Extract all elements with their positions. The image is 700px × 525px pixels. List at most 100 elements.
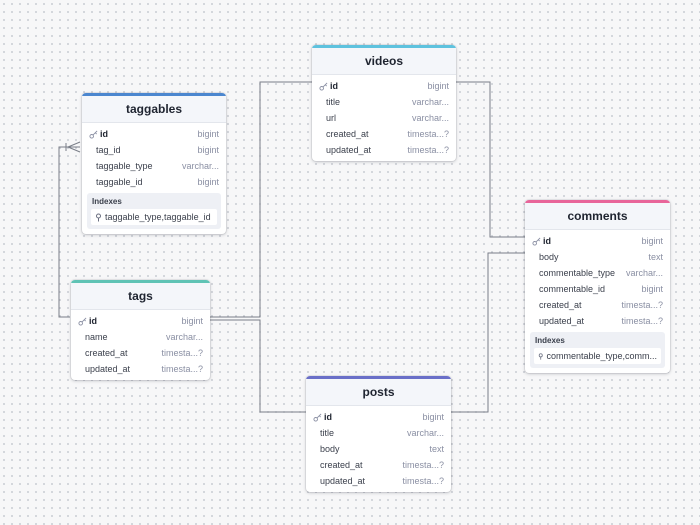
table-title: taggables: [125, 102, 182, 116]
indexes-section: Indexes commentable_type,comm...: [530, 332, 665, 368]
column-type: text: [429, 444, 444, 454]
index-item[interactable]: commentable_type,comm...: [534, 348, 661, 364]
indexes-title: Indexes: [535, 336, 565, 345]
table-tags[interactable]: tags id bigint name varchar... created_a…: [71, 280, 210, 380]
column-type: timesta...?: [621, 300, 663, 310]
column-row[interactable]: id bigint: [306, 409, 451, 425]
relation-posts-comments: [451, 252, 525, 413]
column-type: text: [648, 252, 663, 262]
index-columns: commentable_type,comm...: [546, 351, 657, 361]
column-row[interactable]: created_at timesta...?: [71, 345, 210, 361]
table-taggables[interactable]: taggables id bigint tag_id bigint taggab…: [82, 93, 226, 234]
table-header-taggables[interactable]: taggables: [82, 93, 226, 123]
column-name: updated_at: [85, 364, 131, 374]
column-name: id: [330, 81, 338, 91]
table-header-comments[interactable]: comments: [525, 200, 670, 230]
table-title: videos: [364, 54, 403, 68]
column-name: id: [324, 412, 332, 422]
indexes-section: Indexes taggable_type,taggable_id: [87, 193, 221, 229]
column-row[interactable]: taggable_type varchar...: [82, 158, 226, 174]
column-type: bigint: [427, 81, 449, 91]
column-row[interactable]: id bigint: [82, 126, 226, 142]
column-type: timesta...?: [407, 145, 449, 155]
indexes-title: Indexes: [92, 197, 122, 206]
column-type: timesta...?: [402, 460, 444, 470]
column-row[interactable]: commentable_id bigint: [525, 281, 670, 297]
column-row[interactable]: id bigint: [71, 313, 210, 329]
column-row[interactable]: name varchar...: [71, 329, 210, 345]
key-icon: [532, 237, 541, 246]
column-name: created_at: [320, 460, 363, 470]
table-header-tags[interactable]: tags: [71, 280, 210, 310]
column-row[interactable]: url varchar...: [312, 110, 456, 126]
column-row[interactable]: created_at timesta...?: [525, 297, 670, 313]
column-type: timesta...?: [161, 348, 203, 358]
table-title: tags: [128, 289, 153, 303]
column-name: created_at: [85, 348, 128, 358]
column-type: varchar...: [406, 428, 444, 438]
column-row[interactable]: title varchar...: [312, 94, 456, 110]
column-name: tag_id: [96, 145, 121, 155]
column-row[interactable]: taggable_id bigint: [82, 174, 226, 190]
column-name: updated_at: [326, 145, 372, 155]
column-row[interactable]: updated_at timesta...?: [312, 142, 456, 158]
column-row[interactable]: created_at timesta...?: [306, 457, 451, 473]
column-type: varchar...: [625, 268, 663, 278]
column-name: id: [100, 129, 108, 139]
table-comments[interactable]: comments id bigint body text commentable…: [525, 200, 670, 373]
column-type: bigint: [422, 412, 444, 422]
column-row[interactable]: updated_at timesta...?: [525, 313, 670, 329]
index-item[interactable]: taggable_type,taggable_id: [91, 209, 217, 225]
column-row[interactable]: body text: [306, 441, 451, 457]
key-icon: [313, 413, 322, 422]
column-name: created_at: [326, 129, 369, 139]
column-type: bigint: [197, 145, 219, 155]
column-name: name: [85, 332, 108, 342]
column-type: varchar...: [411, 97, 449, 107]
column-name: id: [543, 236, 551, 246]
column-name: title: [320, 428, 335, 438]
relation-tags-videos: [210, 81, 312, 318]
relation-tags-taggables: [58, 146, 80, 318]
column-type: timesta...?: [161, 364, 203, 374]
index-columns: taggable_type,taggable_id: [105, 212, 211, 222]
column-row[interactable]: commentable_type varchar...: [525, 265, 670, 281]
column-name: commentable_type: [539, 268, 616, 278]
column-type: timesta...?: [407, 129, 449, 139]
table-header-posts[interactable]: posts: [306, 376, 451, 406]
column-name: body: [320, 444, 340, 454]
column-name: updated_at: [539, 316, 585, 326]
column-type: timesta...?: [621, 316, 663, 326]
column-row[interactable]: body text: [525, 249, 670, 265]
column-row[interactable]: updated_at timesta...?: [71, 361, 210, 377]
column-name: title: [326, 97, 341, 107]
table-posts[interactable]: posts id bigint title varchar... body te…: [306, 376, 451, 492]
column-type: varchar...: [165, 332, 203, 342]
column-row[interactable]: created_at timesta...?: [312, 126, 456, 142]
relation-videos-comments: [456, 81, 525, 238]
column-name: updated_at: [320, 476, 366, 486]
column-row[interactable]: tag_id bigint: [82, 142, 226, 158]
column-type: bigint: [197, 177, 219, 187]
column-row[interactable]: title varchar...: [306, 425, 451, 441]
column-row[interactable]: id bigint: [312, 78, 456, 94]
column-type: bigint: [197, 129, 219, 139]
column-row[interactable]: id bigint: [525, 233, 670, 249]
column-name: commentable_id: [539, 284, 606, 294]
column-name: taggable_type: [96, 161, 153, 171]
column-type: bigint: [641, 284, 663, 294]
key-icon: [89, 130, 98, 139]
table-title: posts: [362, 385, 395, 399]
column-type: bigint: [181, 316, 203, 326]
column-type: timesta...?: [402, 476, 444, 486]
table-videos[interactable]: videos id bigint title varchar... url va…: [312, 45, 456, 161]
column-row[interactable]: updated_at timesta...?: [306, 473, 451, 489]
key-icon: [319, 82, 328, 91]
relation-tags-posts: [210, 319, 306, 413]
index-icon: [538, 352, 543, 360]
column-type: bigint: [641, 236, 663, 246]
column-name: created_at: [539, 300, 582, 310]
table-header-videos[interactable]: videos: [312, 45, 456, 75]
column-name: id: [89, 316, 97, 326]
